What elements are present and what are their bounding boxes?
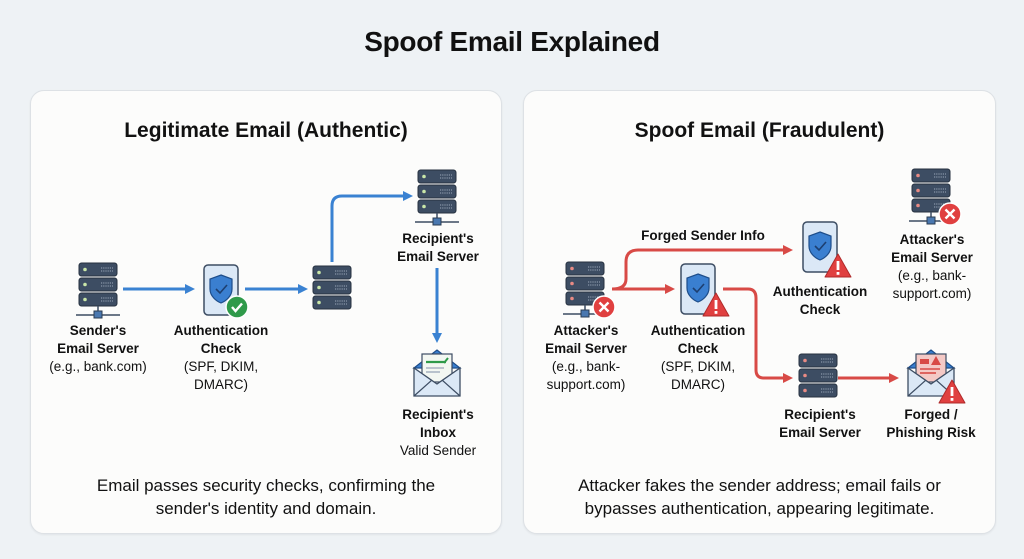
label-sub: support.com) (546, 377, 626, 392)
label-line: Email Server (545, 341, 627, 356)
label-line: Authentication (173, 323, 269, 338)
label-line: Attacker's (899, 232, 965, 247)
label-line: Authentication (650, 323, 746, 338)
label-line: Check (677, 341, 719, 356)
label-sub: DMARC) (194, 377, 248, 392)
label-line: Check (799, 302, 841, 317)
phishing-risk-label: Forged / Phishing Risk (886, 406, 975, 442)
spoof-description: Attacker fakes the sender address; email… (524, 474, 995, 520)
recipient-server-label: Recipient's Email Server (397, 230, 479, 266)
label-line: Authentication (772, 284, 868, 299)
label-line: Email Server (779, 425, 861, 440)
label-sub: (SPF, DKIM, (660, 359, 736, 374)
sender-server-label: Sender's Email Server (e.g., bank.com) (49, 322, 147, 376)
legitimate-description-line: Email passes security checks, confirming… (96, 476, 436, 495)
label-sub: (e.g., bank- (551, 359, 621, 374)
attacker2-server-label: Attacker's Email Server (e.g., bank- sup… (891, 231, 973, 303)
spoof-panel-title: Spoof Email (Fraudulent) (634, 119, 885, 142)
spoof-recipient-server-label: Recipient's Email Server (779, 406, 861, 442)
label-line: Email Server (397, 249, 479, 264)
label-line: Phishing Risk (886, 425, 976, 440)
spoof-auth2-label: Authentication Check (773, 283, 868, 319)
label-sub: (e.g., bank.com) (49, 359, 147, 374)
label-line: Recipient's (402, 231, 474, 246)
spoof-email-panel: Spoof Email (Fraudulent) Attacker fakes … (523, 90, 996, 534)
legitimate-panel-title: Legitimate Email (Authentic) (124, 119, 408, 142)
forged-sender-info-label: Forged Sender Info (641, 227, 765, 245)
recipient-inbox-label: Recipient's Inbox Valid Sender (400, 406, 476, 460)
spoof-description-line: Attacker fakes the sender address; email… (578, 476, 941, 495)
label-line: Recipient's (784, 407, 856, 422)
legitimate-email-panel: Legitimate Email (Authentic) Email passe… (30, 90, 502, 534)
label-sub: support.com) (892, 286, 972, 301)
legit-auth-label: Authentication Check (SPF, DKIM, DMARC) (174, 322, 269, 394)
label-line: Forged Sender Info (641, 228, 765, 243)
label-line: Check (200, 341, 242, 356)
legitimate-description: Email passes security checks, confirming… (31, 474, 501, 520)
label-sub: DMARC) (671, 377, 725, 392)
label-line: Inbox (420, 425, 456, 440)
spoof-auth-label: Authentication Check (SPF, DKIM, DMARC) (651, 322, 746, 394)
spoof-description-line: bypasses authentication, appearing legit… (584, 499, 935, 518)
attacker-server-label: Attacker's Email Server (e.g., bank- sup… (545, 322, 627, 394)
label-line: Forged / (904, 407, 958, 422)
legitimate-description-line: sender's identity and domain. (155, 499, 377, 518)
label-line: Attacker's (553, 323, 619, 338)
label-line: Sender's (69, 323, 127, 338)
label-sub: (e.g., bank- (897, 268, 967, 283)
label-line: Recipient's (402, 407, 474, 422)
page-title: Spoof Email Explained (364, 26, 660, 57)
label-sub: Valid Sender (399, 443, 477, 458)
label-sub: (SPF, DKIM, (183, 359, 259, 374)
label-line: Email Server (891, 250, 973, 265)
label-line: Email Server (57, 341, 139, 356)
